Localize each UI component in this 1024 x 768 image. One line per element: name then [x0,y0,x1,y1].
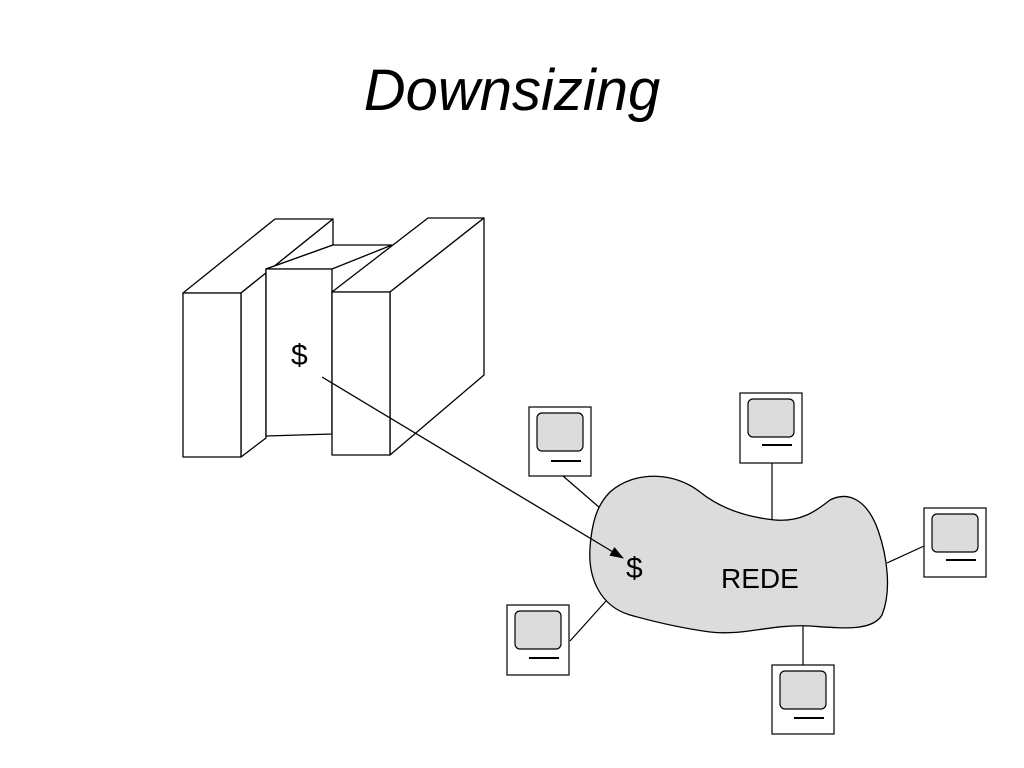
link-top-left [562,475,601,509]
transfer-arrow [321,376,624,559]
link-right [886,545,925,564]
slide-title: Downsizing [363,58,661,123]
mainframe-dollar-sign: $ [291,339,308,372]
network-dollar-sign: $ [626,552,643,585]
computer-icon-top-left [528,406,592,477]
mainframe-right-slab-front [331,291,391,456]
network-cloud [589,475,889,634]
computer-icon-bottom [771,664,835,735]
link-bottom-left [569,600,607,642]
mainframe-left-slab-front [182,292,242,458]
network-links [562,463,925,665]
computer-icon-bottom-left [506,604,570,676]
computer-icon-top [739,392,803,464]
mainframe-icon [182,217,485,458]
network-label: REDE [721,563,799,594]
computer-icon-right [923,507,987,578]
